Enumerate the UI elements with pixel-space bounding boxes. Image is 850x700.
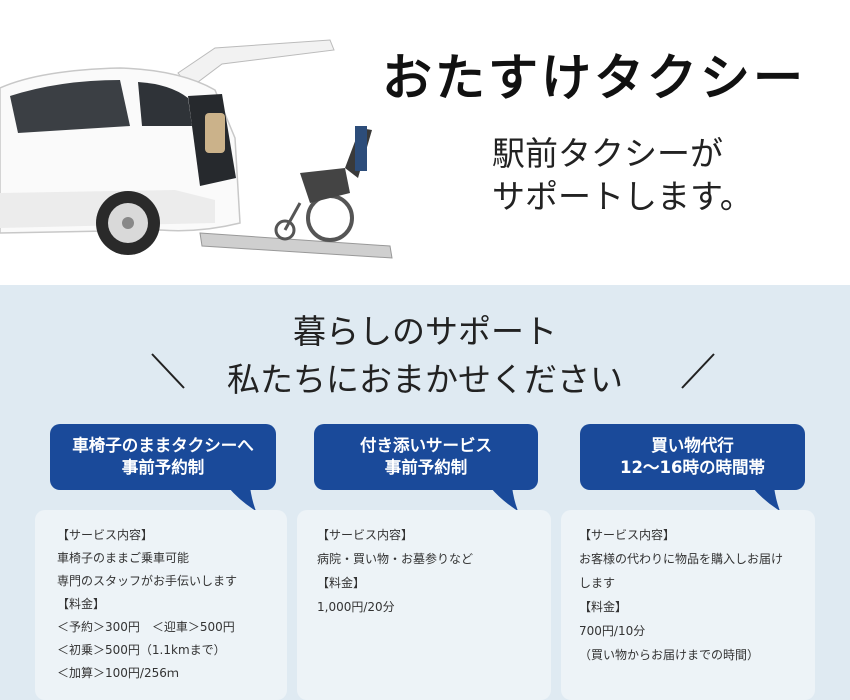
detail-line: （買い物からお届けまでの時間） [579, 648, 760, 662]
detail-line: 【料金】 [317, 576, 366, 590]
tagline-line-2: サポートします。 [492, 177, 753, 216]
service-card-escort: 【サービス内容】 病院・買い物・お墓参りなど 【料金】 1,000円/20分 [297, 510, 551, 700]
service-title-line-2: 事前予約制 [384, 458, 468, 477]
service-title-line-2: 事前予約制 [121, 458, 205, 477]
service-badge-escort: 付き添いサービス 事前予約制 [314, 424, 538, 490]
service-card-shopping: 【サービス内容】 お客様の代わりに物品を購入しお届け します 【料金】 700円… [561, 510, 815, 700]
service-title-line-1: 買い物代行 [651, 436, 734, 455]
tagline-line-1: 駅前タクシーが [492, 134, 723, 173]
detail-line: します [579, 576, 616, 590]
service-title-line-1: 車椅子のままタクシーへ [72, 436, 254, 455]
right-slash-decoration [681, 353, 715, 389]
detail-line: 【料金】 [579, 600, 628, 614]
detail-line: 【料金】 [57, 597, 106, 611]
speech-tail [752, 487, 780, 511]
speech-tail [490, 487, 518, 511]
service-title-line-1: 付き添いサービス [360, 436, 492, 455]
service-badge-wheelchair-taxi: 車椅子のままタクシーへ 事前予約制 [50, 424, 276, 490]
hero-section: おたすけタクシー 駅前タクシーが サポートします。 [0, 0, 850, 285]
detail-line: 【サービス内容】 [317, 528, 414, 542]
service-badge-shopping: 買い物代行 12～16時の時間帯 [580, 424, 805, 490]
tagline: 駅前タクシーが サポートします。 [492, 132, 753, 218]
service-title-line-2: 12～16時の時間帯 [620, 458, 765, 477]
detail-line: 専門のスタッフがお手伝いします [57, 574, 238, 588]
speech-tail [228, 487, 256, 511]
detail-line: 病院・買い物・お墓参りなど [317, 552, 474, 566]
section-heading-line-2: 私たちにおまかせください [227, 360, 623, 399]
section-heading: 暮らしのサポート 私たちにおまかせください [0, 308, 850, 404]
wheelchair-van-illustration [0, 39, 393, 259]
detail-line: ＜初乗＞500円（1.1kmまで） [57, 643, 226, 657]
detail-line: お客様の代わりに物品を購入しお届け [579, 552, 784, 566]
detail-line: ＜加算＞100円/256ｍ [57, 666, 179, 680]
detail-line: 700円/10分 [579, 624, 646, 638]
detail-line: ＜予約＞300円 ＜迎車＞500円 [57, 620, 235, 634]
detail-line: 【サービス内容】 [57, 528, 154, 542]
service-card-wheelchair-taxi: 【サービス内容】 車椅子のままご乗車可能 専門のスタッフがお手伝いします 【料金… [35, 510, 287, 700]
detail-line: 車椅子のままご乗車可能 [57, 551, 190, 565]
detail-line: 【サービス内容】 [579, 528, 676, 542]
detail-line: 1,000円/20分 [317, 600, 395, 614]
section-heading-line-1: 暮らしのサポート [293, 312, 557, 351]
brand-title: おたすけタクシー [382, 49, 806, 107]
left-slash-decoration [151, 353, 185, 389]
